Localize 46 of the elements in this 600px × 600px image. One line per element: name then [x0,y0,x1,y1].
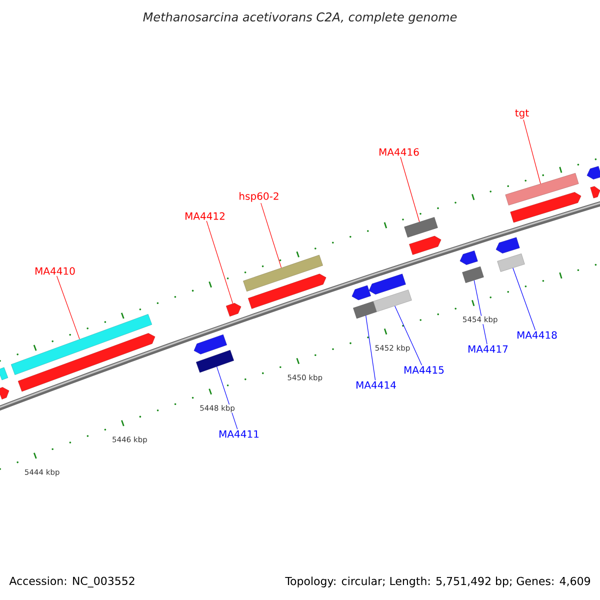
gene-label: MA4415 [404,366,444,374]
leader-line [394,306,422,366]
gene-block [409,236,442,255]
gene-label: MA4411 [220,430,259,438]
gene-label: MA4417 [468,345,508,353]
leader-line [512,268,536,330]
gene-block [248,274,326,309]
gene-block [586,166,600,180]
gene-block [18,333,156,392]
title: Methanosarcina acetivorans C2A, complete genome [143,12,457,24]
gene-label: MA4418 [518,331,557,339]
gene-label: hsp60-2 [240,192,278,202]
gene-block [590,186,600,198]
gene-label: MA4412 [186,212,224,220]
leader-line [206,220,234,304]
gene-label: tgt [515,109,529,119]
leader-line [260,202,282,268]
gene-block [0,387,10,400]
gene-block [404,217,438,238]
gene-block [194,334,227,354]
gene-label: MA4416 [380,148,419,156]
gene-block [243,254,323,292]
leader-line [400,156,420,222]
gene-block [497,254,525,272]
gene-block [226,302,242,317]
gene-block [352,285,371,300]
gene-block [373,290,412,312]
gene-block [462,266,484,283]
gene-block [368,274,406,294]
gene-block [10,314,152,375]
gene-block [505,173,579,206]
gene-block [460,250,478,265]
leader-line [56,276,80,340]
gene-label: MA4414 [356,381,396,389]
leader-line [216,366,238,430]
gene-block [353,301,377,319]
gene-block [0,367,8,380]
leader-line [474,280,488,344]
gene-block [196,350,234,373]
gene-block [496,237,520,254]
accession-text: Accession: NC_003552 [9,576,134,588]
gene-label: MA4410 [36,267,75,275]
genome-stats-text: Topology: circular; Length: 5,751,492 bp; Genes: 4,609 [285,576,590,588]
leader-line [523,119,541,184]
leader-line [366,315,376,380]
gene-block [510,192,582,223]
